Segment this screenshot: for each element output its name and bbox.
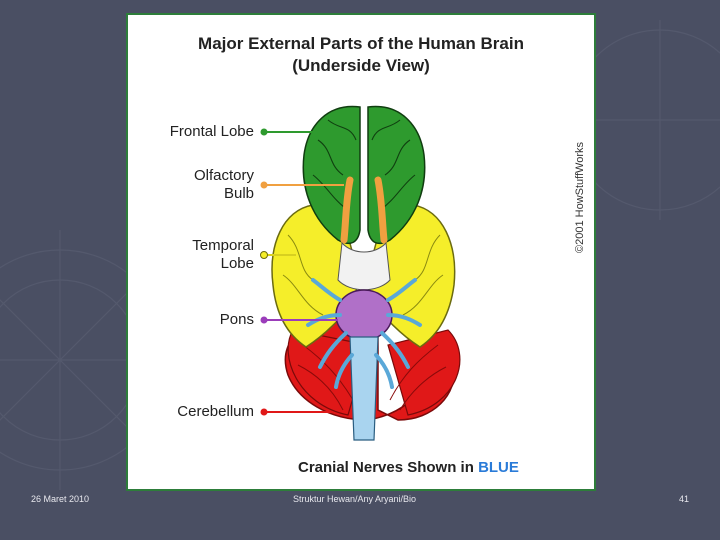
label-temporal-line1: Temporal (192, 237, 254, 254)
olfactory-bulb-left-shape (340, 176, 354, 244)
label-frontal-lobe: Frontal Lobe (169, 123, 254, 140)
footer-author: Struktur Hewan/Any Aryani/Bio (293, 494, 417, 504)
label-temporal-lobe: Temporal Lobe (192, 237, 254, 273)
caption-highlight: BLUE (478, 459, 519, 476)
caption-prefix: Cranial Nerves Shown in (298, 459, 479, 476)
figure-title-line1: Major External Parts of the Human Brain (198, 34, 524, 53)
footer-date: 26 Maret 2010 (31, 494, 90, 504)
brainstem-shape (349, 336, 379, 441)
cranial-nerves-shape (306, 278, 422, 389)
label-olfactory-line1: Olfactory (193, 167, 254, 184)
figure-title: Major External Parts of the Human Brain … (128, 33, 594, 77)
brain-diagram-figure: Major External Parts of the Human Brain … (126, 13, 596, 491)
footer-page-number: 41 (679, 494, 690, 504)
label-olfactory-bulb: Olfactory Bulb (194, 167, 254, 203)
label-pons: Pons (219, 311, 254, 328)
olfactory-bulb-right-shape (374, 176, 388, 244)
figure-title-line2: (Underside View) (292, 56, 430, 75)
label-temporal-line2: Lobe (220, 255, 254, 272)
label-olfactory-line2: Bulb (223, 185, 254, 202)
brain-illustration (260, 105, 461, 441)
figure-caption: Cranial Nerves Shown in BLUE (298, 459, 519, 476)
label-cerebellum: Cerebellum (177, 403, 254, 420)
